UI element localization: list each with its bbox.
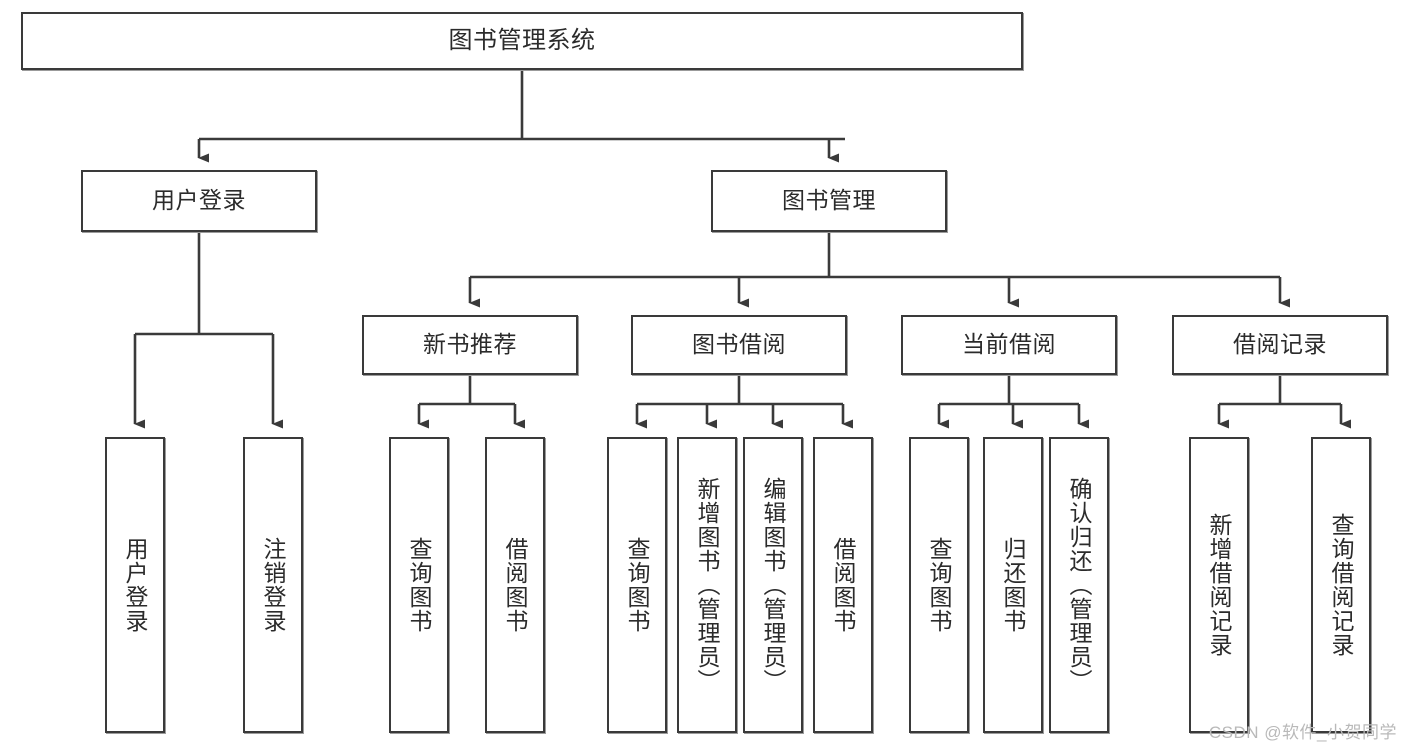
node-leaf-query-book[interactable]: 查询图书 — [607, 437, 667, 733]
node-leaf-user-login[interactable]: 用户登录 — [105, 437, 165, 733]
node-leaf-add-book-label: 新增图书（管理员） — [694, 477, 721, 693]
node-new-book-rec[interactable]: 新书推荐 — [362, 315, 578, 375]
node-book-manage[interactable]: 图书管理 — [711, 170, 947, 232]
node-leaf-query-book-rec-label: 查询图书 — [406, 537, 433, 633]
node-root[interactable]: 图书管理系统 — [21, 12, 1023, 70]
node-leaf-add-book[interactable]: 新增图书（管理员） — [677, 437, 737, 733]
node-leaf-query-book-rec[interactable]: 查询图书 — [389, 437, 449, 733]
node-leaf-query-record[interactable]: 查询借阅记录 — [1311, 437, 1371, 733]
node-leaf-return-book[interactable]: 归还图书 — [983, 437, 1043, 733]
node-root-label: 图书管理系统 — [448, 26, 596, 54]
node-leaf-user-logout[interactable]: 注销登录 — [243, 437, 303, 733]
node-user-login-label: 用户登录 — [152, 187, 246, 214]
node-leaf-edit-book-label: 编辑图书（管理员） — [760, 477, 787, 693]
node-leaf-query-book-cur-label: 查询图书 — [926, 537, 953, 633]
node-book-manage-label: 图书管理 — [782, 187, 876, 214]
node-leaf-borrow-book-rec[interactable]: 借阅图书 — [485, 437, 545, 733]
node-leaf-return-book-label: 归还图书 — [1000, 537, 1027, 633]
node-leaf-confirm-return[interactable]: 确认归还（管理员） — [1049, 437, 1109, 733]
node-new-book-rec-label: 新书推荐 — [423, 331, 517, 358]
node-leaf-user-logout-label: 注销登录 — [260, 537, 287, 633]
node-current-borrow-label: 当前借阅 — [962, 331, 1056, 358]
node-book-borrow-label: 图书借阅 — [692, 331, 786, 358]
node-leaf-borrow-book[interactable]: 借阅图书 — [813, 437, 873, 733]
node-borrow-record-label: 借阅记录 — [1233, 331, 1327, 358]
node-user-login[interactable]: 用户登录 — [81, 170, 317, 232]
node-leaf-query-book-label: 查询图书 — [624, 537, 651, 633]
node-leaf-confirm-return-label: 确认归还（管理员） — [1066, 477, 1093, 693]
node-leaf-borrow-book-rec-label: 借阅图书 — [502, 537, 529, 633]
node-leaf-add-record-label: 新增借阅记录 — [1206, 513, 1233, 657]
node-book-borrow[interactable]: 图书借阅 — [631, 315, 847, 375]
node-leaf-user-login-label: 用户登录 — [122, 537, 149, 633]
node-borrow-record[interactable]: 借阅记录 — [1172, 315, 1388, 375]
node-leaf-add-record[interactable]: 新增借阅记录 — [1189, 437, 1249, 733]
node-leaf-edit-book[interactable]: 编辑图书（管理员） — [743, 437, 803, 733]
node-leaf-query-book-cur[interactable]: 查询图书 — [909, 437, 969, 733]
node-leaf-borrow-book-label: 借阅图书 — [830, 537, 857, 633]
node-leaf-query-record-label: 查询借阅记录 — [1328, 513, 1355, 657]
node-current-borrow[interactable]: 当前借阅 — [901, 315, 1117, 375]
